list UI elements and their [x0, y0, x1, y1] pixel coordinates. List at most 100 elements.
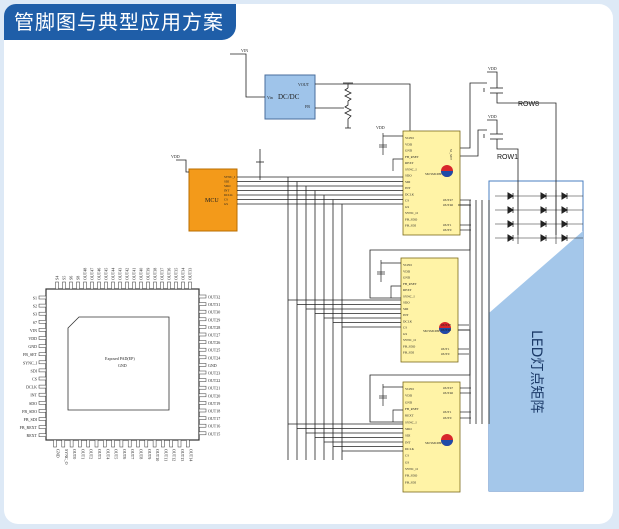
- package-pin-top: OUT34: [181, 268, 186, 280]
- dcdc-wires: [230, 53, 411, 133]
- package-pin-left: S2: [33, 304, 37, 309]
- package-pin-left: S1: [33, 296, 37, 301]
- led-diode-icon: [561, 220, 568, 228]
- chip-pin-left: GS: [405, 205, 409, 209]
- package-pin-bottom: OUT2: [89, 449, 94, 459]
- vdd-label-d: VDD: [376, 125, 385, 130]
- mcu-pin-label: SDO: [224, 184, 231, 188]
- package-pin-bottom: SYNC_O: [64, 449, 69, 465]
- mcu-pin-label: DCLK: [224, 193, 233, 197]
- package-pin-right: OUT19: [208, 401, 220, 406]
- package-pin-left: FB_SDO: [22, 409, 37, 414]
- chip-pin-left: SYNC_O: [405, 467, 418, 471]
- package-pin-right: OUT27: [208, 333, 220, 338]
- mosfets: [458, 71, 557, 235]
- chip-pin-left: INT: [405, 440, 411, 444]
- chip-pin-left: REXT: [405, 414, 414, 418]
- chip-pin-left: INT: [403, 313, 409, 317]
- mcu-pin-label: SYNC_I: [224, 175, 235, 179]
- package-pin-bottom: OUT7: [130, 449, 135, 459]
- chip-pin-left: SDO: [403, 301, 410, 305]
- package-pin-top: S4: [55, 276, 60, 280]
- chip-pin-right: OUT47: [441, 323, 451, 327]
- chip-pin-right: OUT46: [443, 203, 453, 207]
- chip-pin-left: CS: [403, 326, 407, 330]
- package-pin-left: S7: [33, 320, 37, 325]
- chip-pin-left: GS: [403, 332, 407, 336]
- package-pin-left: REXT: [27, 433, 38, 438]
- chip-pin-left: CS: [405, 199, 409, 203]
- mcu-wires: [176, 149, 264, 180]
- chip-pin-left: REXT: [403, 288, 412, 292]
- chip-pin-right: OUT0: [443, 228, 452, 232]
- chip-pin-left: DCLK: [405, 192, 415, 196]
- dcdc-pin-fb: FB: [305, 104, 310, 109]
- package-pin-top: OUT39: [146, 268, 151, 280]
- package-pin-right: OUT23: [208, 371, 220, 376]
- package-pin-right: GND: [208, 363, 217, 368]
- package-pin-top: OUT35: [174, 268, 179, 280]
- chip-logo-text: SM SM1689: [423, 329, 440, 333]
- vdd-label-b: VDD: [488, 114, 497, 119]
- package-pin-top: OUT36: [167, 268, 172, 280]
- led-diode-icon: [507, 206, 514, 214]
- package-pin-right: OUT32: [208, 295, 220, 300]
- chip-pin-left: DCLK: [403, 319, 413, 323]
- mcu-pin-label: INT: [224, 189, 229, 193]
- package-pin-top: OUT42: [125, 268, 130, 280]
- chip-pin-left: VDD: [405, 394, 413, 398]
- package-pin-top: OUT46: [97, 268, 102, 280]
- chip-pin-left: SYNC_I: [405, 420, 417, 424]
- chip-pin-left: FB_RSET: [405, 155, 419, 159]
- chip-pin-right: OUT46: [441, 328, 451, 332]
- chip-pin-left: SDO: [405, 427, 412, 431]
- driver-chip: [402, 130, 461, 236]
- chip-pin-right: OUT47: [443, 386, 453, 390]
- package-pin-left: S3: [33, 312, 37, 317]
- package-pin-bottom: OUT9: [147, 449, 152, 459]
- led-diode-icon: [507, 192, 514, 200]
- package-pin-bottom: OUT1: [80, 449, 85, 459]
- chip-pin-left: FB_SDI: [405, 480, 416, 484]
- package-pin-top: OUT33: [188, 268, 193, 280]
- chip-pin-left: INT: [405, 186, 411, 190]
- chip-pin-left: FB_RSET: [405, 407, 419, 411]
- package-pin-left: FB_SDI: [24, 417, 38, 422]
- package-pin-right: OUT31: [208, 302, 220, 307]
- dcdc-converter: DC/DC Vin VOUT FB: [264, 74, 316, 120]
- chip-pin-right: OUT1: [443, 410, 452, 414]
- package-pin-bottom: OUT12: [172, 449, 177, 461]
- package-pin-bottom: OUT11: [163, 449, 168, 461]
- led-diode-icon: [507, 234, 514, 242]
- chip-pin-left: GS: [405, 460, 409, 464]
- led-diode-icon: [561, 234, 568, 242]
- chip-pin-left: VDD: [403, 269, 411, 273]
- package-pin-right: OUT30: [208, 310, 220, 315]
- vdd-label-c: VDD: [171, 154, 180, 159]
- mcu-pin-label: GS: [224, 202, 228, 206]
- mcu-pin-label: SDI: [224, 180, 229, 184]
- led-diode-icon: [540, 206, 547, 214]
- mcu-label: MCU: [205, 198, 219, 204]
- package-pin-left: FB_SET: [23, 352, 38, 357]
- package-pin-top: OUT45: [104, 268, 109, 280]
- package-pin-top: OUT47: [90, 268, 95, 280]
- chip-pin-left: REXT: [405, 161, 414, 165]
- chip-pin-left: SDO: [405, 174, 412, 178]
- chip-pin-left: VLED: [405, 387, 414, 391]
- package-pin-left: SDI: [31, 368, 38, 373]
- led-matrix: LED灯点矩阵: [488, 180, 584, 492]
- chip-pin-left: DCLK: [405, 447, 415, 451]
- chip-pin-left: SYNC_I: [405, 167, 417, 171]
- dcdc-pin-vin: Vin: [267, 95, 273, 100]
- chip-pin-left: SYNC_O: [405, 211, 418, 215]
- package-pin-top: OUT44: [111, 268, 116, 280]
- package-pin-bottom: GND: [56, 449, 61, 458]
- led-diode-icon: [507, 220, 514, 228]
- dcdc-pin-vout: VOUT: [298, 82, 310, 87]
- chip-pin-left: GND: [405, 149, 413, 153]
- package-pin-left: INT: [30, 393, 37, 398]
- led-diode-icon: [540, 234, 547, 242]
- package-pin-bottom: OUT3: [97, 449, 102, 459]
